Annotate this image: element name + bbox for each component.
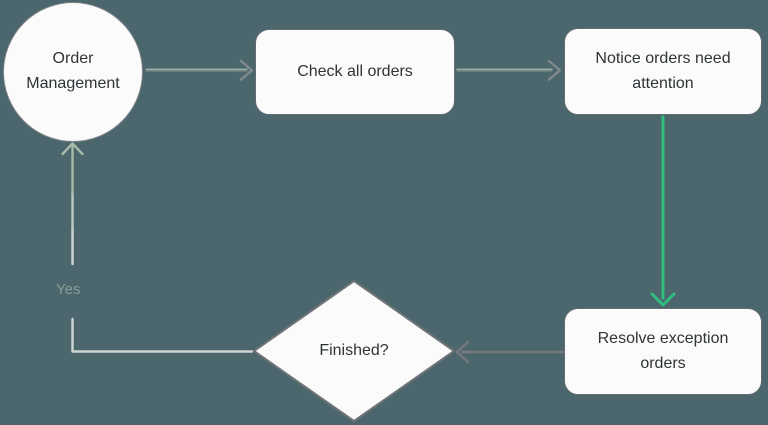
edge-label-yes: Yes — [56, 281, 81, 298]
node-resolve-orders: Resolve exception orders — [564, 308, 762, 395]
edge-finished-to-order — [61, 142, 254, 353]
edge-resolve-to-finished — [455, 340, 565, 364]
arrowhead-left-icon — [455, 340, 470, 364]
edge-notice-to-resolve — [650, 115, 676, 307]
node-label: Check all orders — [297, 62, 413, 80]
node-label: Resolve exception orders — [597, 329, 729, 372]
node-check-all-orders: Check all orders — [255, 29, 455, 115]
arrowhead-right-icon — [239, 59, 254, 81]
node-order-management: Order Management — [3, 2, 143, 142]
edge-check-to-notice — [456, 59, 562, 81]
node-finished-shape — [253, 280, 455, 422]
node-label: Notice orders need attention — [595, 49, 731, 92]
node-label: Finished? — [319, 341, 389, 359]
edge-order-to-check — [145, 59, 254, 81]
arrowhead-up-icon — [61, 142, 84, 156]
node-finished: Finished? — [254, 281, 454, 421]
node-label: Order Management — [26, 50, 120, 92]
arrowhead-down-icon — [650, 292, 676, 307]
node-notice-orders: Notice orders need attention — [564, 28, 762, 115]
arrowhead-right-icon — [547, 59, 562, 81]
